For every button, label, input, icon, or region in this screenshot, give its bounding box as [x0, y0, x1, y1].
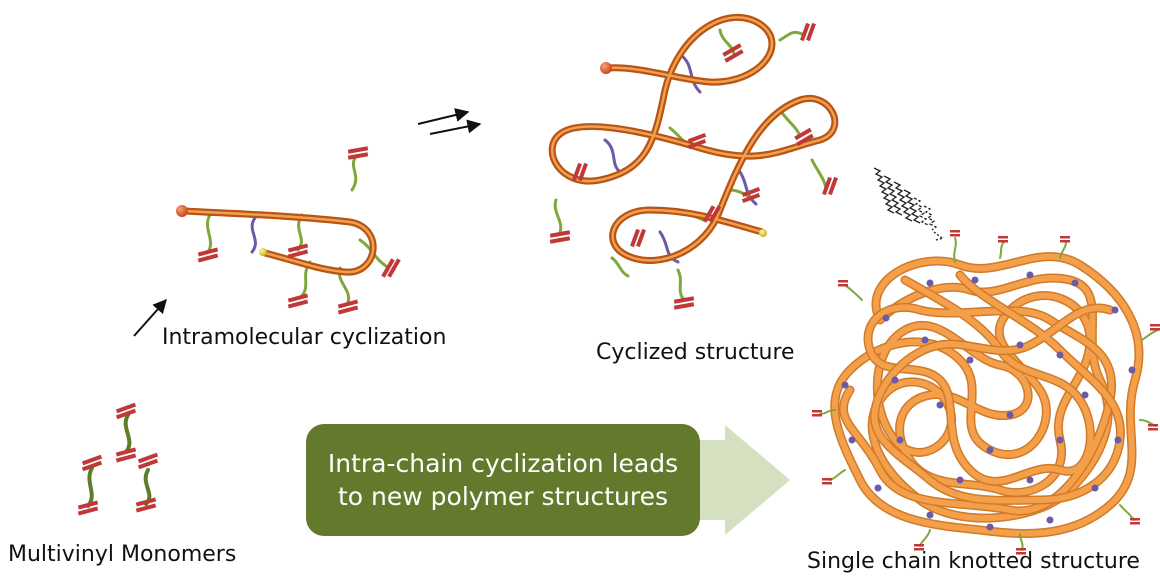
cyclized-vinyls [549, 22, 838, 310]
cyclized-molecule [548, 13, 839, 302]
banner-line-2: to new polymer structures [337, 482, 668, 511]
monomer-1 [115, 402, 137, 463]
monomer-group [77, 402, 159, 516]
progress-arrow [690, 425, 790, 535]
label-knotted-structure: Single chain knotted structure [807, 549, 1140, 574]
arrow-double-1 [417, 108, 470, 125]
summary-banner: Intra-chain cyclization leads to new pol… [306, 424, 700, 536]
label-multivinyl-monomers: Multivinyl Monomers [8, 542, 237, 567]
arrow-up [133, 298, 167, 337]
arrow-double-2 [429, 119, 482, 135]
knot-crosslinks [841, 271, 1136, 531]
knotted-structure [830, 252, 1144, 539]
intramolecular-vinyls [176, 146, 401, 315]
intramolecular-molecule [180, 154, 388, 304]
cyclized-backbone [548, 13, 839, 264]
monomer-3 [135, 452, 159, 513]
monomer-2 [77, 454, 103, 516]
knot-vinyls [812, 230, 1160, 555]
label-cyclized-structure: Cyclized structure [596, 340, 795, 365]
wavy-arrows [873, 167, 945, 241]
label-intramolecular-cyclization: Intramolecular cyclization [162, 325, 447, 350]
banner-line-1: Intra-chain cyclization leads [327, 449, 679, 478]
